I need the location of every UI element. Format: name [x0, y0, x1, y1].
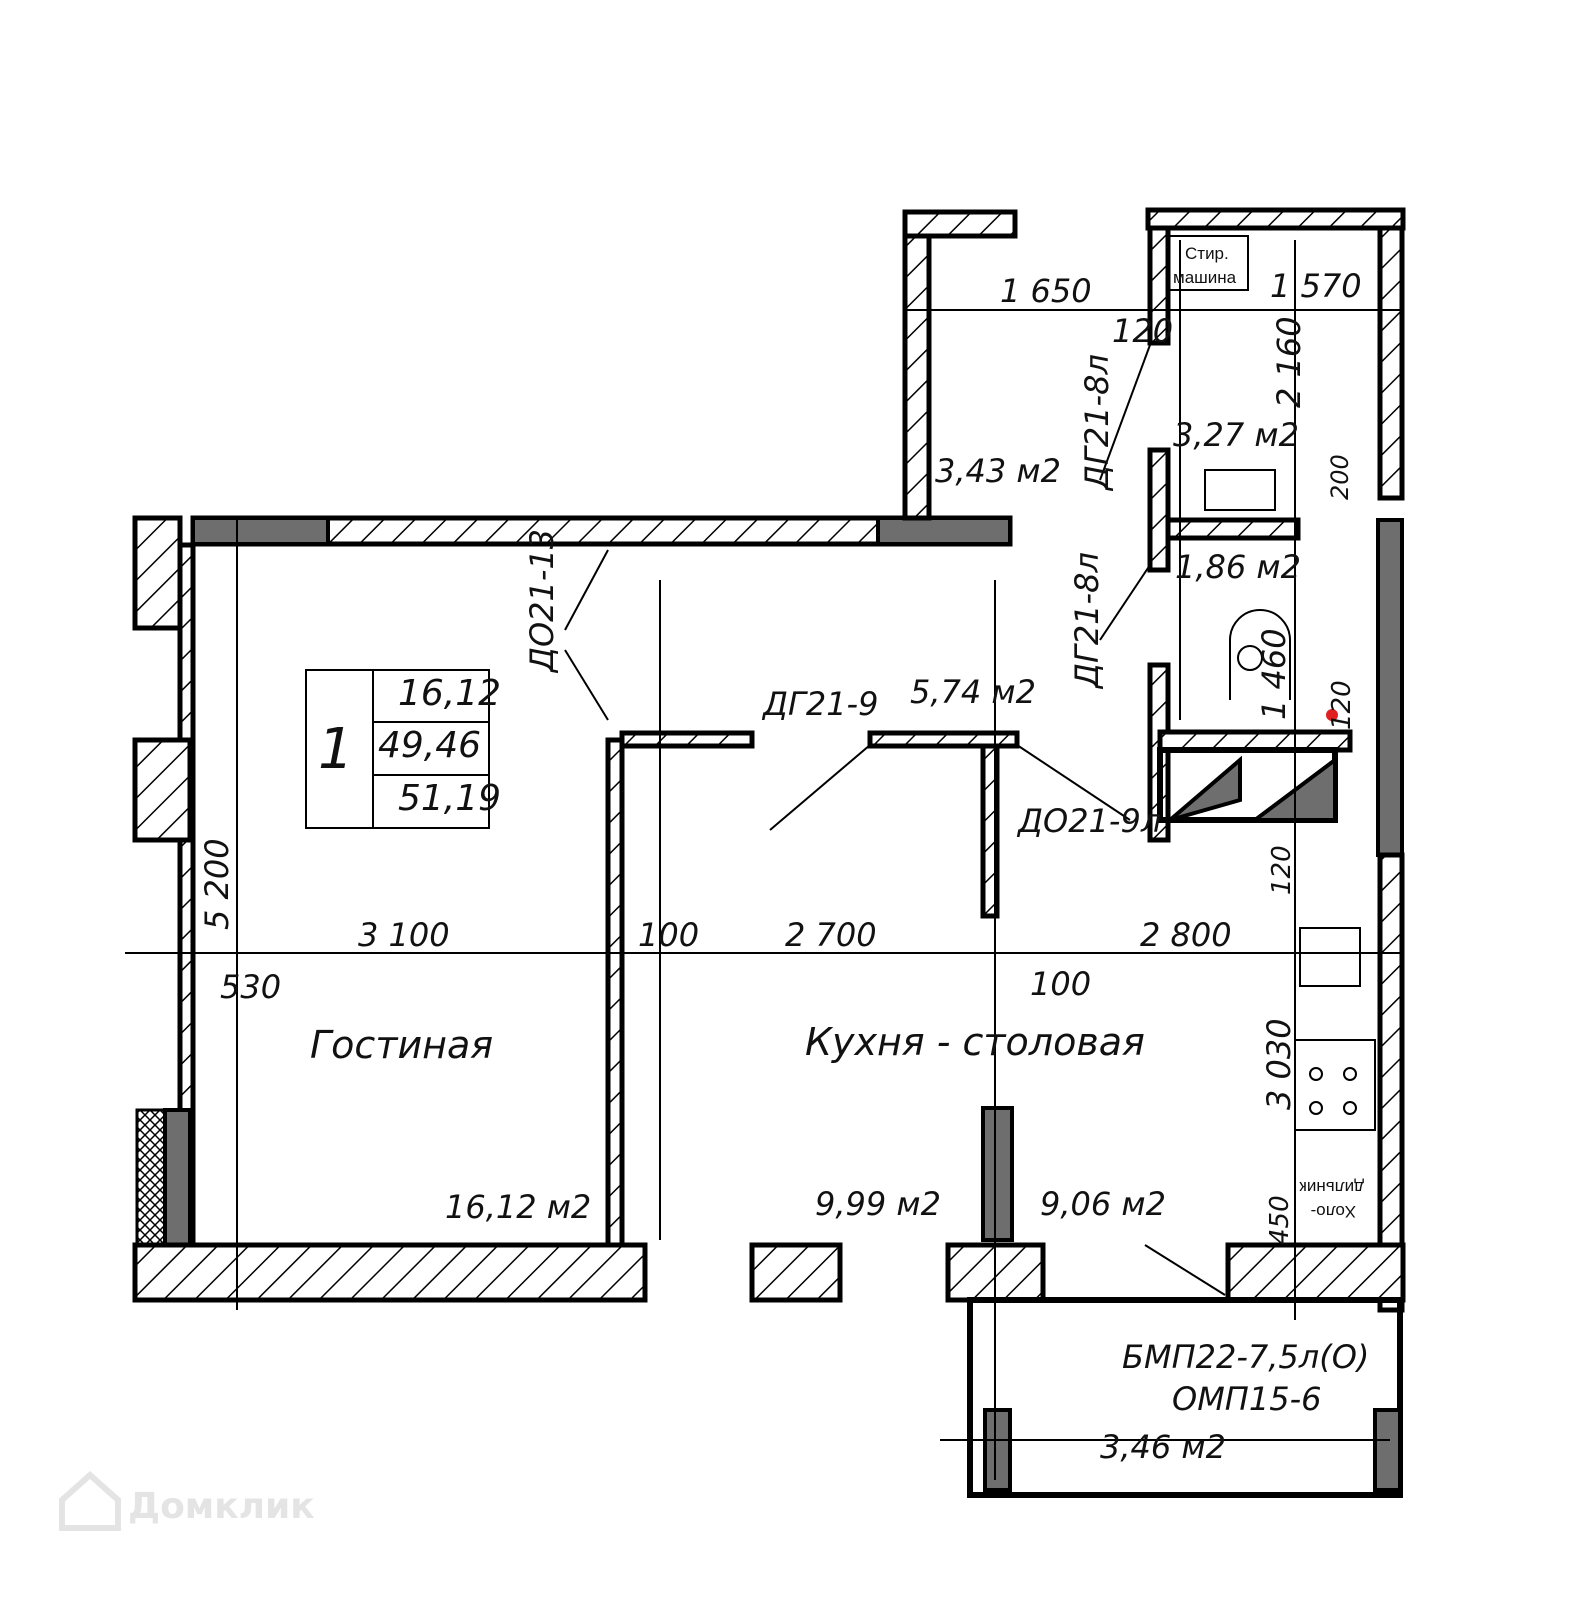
washing-machine-label-2: машина: [1173, 268, 1237, 287]
kitchen-area-right: 9,06 м2: [1040, 1185, 1166, 1223]
balcony-area: 3,46 м2: [1100, 1428, 1226, 1466]
fridge-label: Холо- дильник: [1299, 1178, 1364, 1221]
dim-3030: 3 030: [1260, 1018, 1298, 1110]
total-area-balcony: 51,19: [398, 778, 501, 819]
storage-area: 3,43 м2: [935, 452, 1061, 490]
hall-area: 5,74 м2: [910, 673, 1036, 711]
dim-3100: 3 100: [358, 916, 450, 954]
dim-120-c: 120: [1267, 845, 1297, 895]
dim-530: 530: [220, 968, 281, 1006]
fridge-label-1: Холо-: [1311, 1202, 1356, 1221]
door-do21-9l: ДО21-9л: [1016, 802, 1161, 840]
dim-120: 120: [1112, 312, 1173, 350]
domclick-watermark: Домклик: [59, 1470, 315, 1531]
dimension-lines: [125, 235, 1400, 1480]
apartment-number: 1: [318, 717, 354, 782]
watermark-text: Домклик: [128, 1486, 315, 1527]
bathroom-area: 3,27 м2: [1173, 416, 1299, 454]
dim-5200: 5 200: [198, 838, 236, 930]
dim-100-a: 100: [638, 916, 699, 954]
dim-1460: 1 460: [1255, 628, 1293, 720]
dim-2700: 2 700: [785, 916, 877, 954]
kitchen-name: Кухня - столовая: [805, 1020, 1145, 1064]
dim-450: 450: [1265, 1195, 1295, 1245]
kitchen-area-left: 9,99 м2: [815, 1185, 941, 1223]
dim-2800: 2 800: [1140, 916, 1232, 954]
dim-120-b: 120: [1327, 680, 1357, 730]
total-area: 49,46: [378, 725, 481, 766]
dim-1650: 1 650: [1000, 272, 1092, 310]
washing-machine: [1167, 235, 1249, 291]
apartment-info-box: [305, 669, 490, 829]
door-do21-13: ДО21-13: [523, 529, 561, 674]
fridge-label-2: дильник: [1299, 1178, 1364, 1197]
marker-dot: [1326, 709, 1338, 721]
toilet-area: 1,86 м2: [1175, 548, 1301, 586]
door-dg21-8l-bottom: ДГ21-8л: [1068, 552, 1106, 690]
living-room-name: Гостиная: [310, 1023, 493, 1067]
dim-100-b: 100: [1030, 965, 1091, 1003]
dim-1570: 1 570: [1270, 267, 1362, 305]
living-area: 16,12: [398, 673, 501, 714]
living-room-area: 16,12 м2: [445, 1188, 591, 1226]
home-icon: [59, 1470, 121, 1531]
balcony-window-label: ОМП15-6: [1172, 1380, 1321, 1418]
balcony-door-label: БМП22-7,5л(О): [1122, 1338, 1369, 1376]
dim-200: 200: [1326, 454, 1354, 500]
door-dg21-9: ДГ21-9: [761, 685, 878, 723]
door-dg21-8l-top: ДГ21-8л: [1078, 354, 1116, 492]
dim-2160: 2 160: [1270, 316, 1308, 408]
washing-machine-label-1: Стир.: [1185, 244, 1229, 263]
walls: [132, 207, 1406, 1498]
